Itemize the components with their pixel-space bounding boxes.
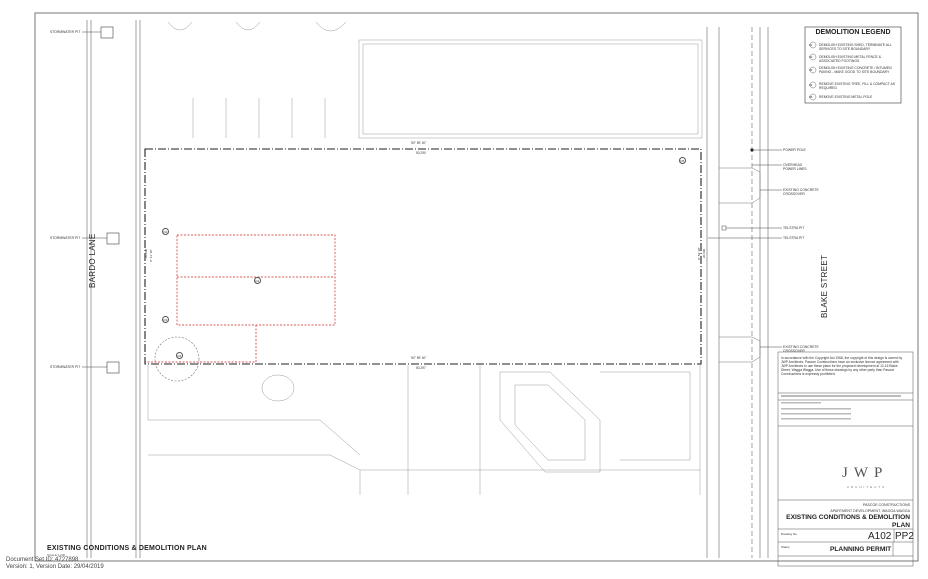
project-name: APARTMENT DEVELOPMENT, WAGGA WAGGA xyxy=(830,509,910,513)
boundary-distance-right: 20.090 xyxy=(702,248,706,258)
telstra-pit-label-1: TELSTRA PIT xyxy=(783,226,805,230)
boundary-distance-bottom: 50.297 xyxy=(416,366,426,370)
legend-code-d3: D3 xyxy=(809,69,813,72)
drawing-number-label: Drawing No. xyxy=(781,532,798,536)
sheet-border xyxy=(34,12,919,562)
crossover-label-top: EXISTING CONCRETE CROSSOVER xyxy=(783,188,819,196)
title-block xyxy=(777,351,914,567)
version-date: Version: 1, Version Date: 29/04/2019 xyxy=(6,564,104,570)
document-set-id: Document Set ID: 4727898 xyxy=(6,557,79,563)
jwp-logo: JWP xyxy=(842,465,889,481)
crossovers xyxy=(719,167,761,363)
legend-code-d1: D1 xyxy=(809,44,813,47)
legend-item-d1: DEMOLISH EXISTING SHED, TERMINATE ALL SE… xyxy=(819,43,892,51)
stormwater-pit-label-bottom: STORMWATER PIT xyxy=(50,365,81,369)
jwp-logo-subtitle: ARCHITECTS xyxy=(847,485,887,489)
telstra-pit-label-2: TELSTRA PIT xyxy=(783,236,805,240)
bardo-lane-label: BARDO LANE xyxy=(88,233,97,288)
neighbour-top xyxy=(167,21,703,139)
stormwater-pit-label-mid: STORMWATER PIT xyxy=(50,236,81,240)
overhead-power-label: OVERHEAD POWER LINES xyxy=(783,163,807,171)
legend-item-d3: DEMOLISH EXISTING CONCRETE / BITUMEN PAV… xyxy=(819,66,892,74)
bardo-lane-edges xyxy=(86,20,141,558)
legend-markers xyxy=(809,41,817,101)
blake-street-edges xyxy=(706,27,769,558)
drawing-number: A102 xyxy=(868,531,892,542)
legend-box xyxy=(804,26,902,104)
power-pole-label: POWER POLE xyxy=(783,148,806,152)
legend-code-d5: D5 xyxy=(809,96,813,99)
legend-code-d4: D4 xyxy=(809,84,813,87)
tag-d1: D1 xyxy=(254,277,261,284)
tree-remove xyxy=(154,336,200,382)
sheet-scale: SCALE 1:200 xyxy=(47,553,66,557)
blake-street-label: BLAKE STREET xyxy=(820,254,829,318)
stormwater-pits xyxy=(82,26,120,374)
boundary-bearing-right: 0° 59' 38" xyxy=(697,247,701,260)
boundary-distance-left: 20.090 xyxy=(144,248,148,258)
boundary-bearing-left: 0° 41' 38" xyxy=(149,249,153,262)
tag-d5: D5 xyxy=(679,157,686,164)
demolish-shed xyxy=(145,234,336,363)
neighbour-bottom xyxy=(147,365,701,495)
legend-item-d5: REMOVE EXISTING METAL POLE xyxy=(819,95,873,99)
status-label: Status xyxy=(781,545,790,549)
legend-title: DEMOLITION LEGEND xyxy=(815,29,891,36)
boundary-bearing-top: 90° 59' 40" xyxy=(411,141,427,145)
legend-item-d4: REMOVE EXISTING TREE, FILL & COMPACT AS … xyxy=(819,82,895,90)
legend-item-d2: DEMOLISH EXISTING METAL FENCE & ASSOCIAT… xyxy=(819,55,881,63)
status: PLANNING PERMIT xyxy=(830,546,892,553)
boundary-bearing-bottom: 90° 59' 40" xyxy=(411,356,427,360)
right-leaders xyxy=(708,148,782,348)
boundary-distance-top: 50.290 xyxy=(416,151,426,155)
revision: PP2 xyxy=(895,531,914,542)
tag-d2: D2 xyxy=(162,228,169,235)
site-boundary xyxy=(144,148,702,365)
drawing-title: EXISTING CONDITIONS & DEMOLITION PLAN xyxy=(786,514,910,529)
tag-d3: D3 xyxy=(162,316,169,323)
crossover-label-bottom: EXISTING CONCRETE CROSSOVER xyxy=(783,345,819,353)
legend-code-d2: D2 xyxy=(809,56,813,59)
tag-d4: D4 xyxy=(176,352,183,359)
client-name: PASCOE CONSTRUCTIONS xyxy=(862,503,910,507)
stormwater-pit-label-top: STORMWATER PIT xyxy=(50,30,81,34)
copyright-notice: In accordance with the Copyright Act 196… xyxy=(781,356,903,376)
sheet-title: EXISTING CONDITIONS & DEMOLITION PLAN xyxy=(47,545,207,552)
revision-table xyxy=(781,395,901,420)
